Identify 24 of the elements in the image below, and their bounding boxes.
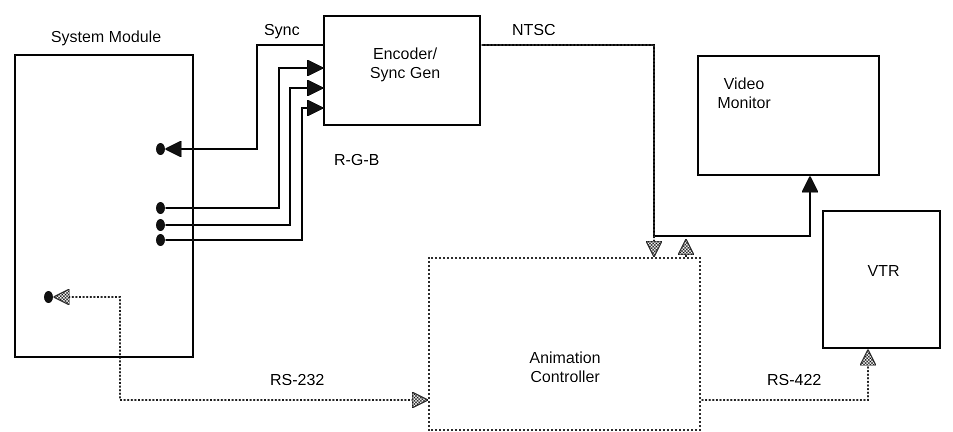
process-box	[697, 55, 880, 176]
connector-arrow	[482, 44, 819, 237]
controller-box	[428, 257, 701, 431]
module-heading: System Module	[50, 28, 162, 48]
connector-arrow	[166, 99, 324, 241]
process-box	[323, 15, 481, 126]
connector-arrow	[166, 59, 324, 209]
connector-arrow	[677, 238, 695, 257]
connector-arrow	[164, 44, 323, 158]
process-box	[822, 210, 941, 349]
connector-arrow	[482, 44, 663, 258]
connector-arrow	[166, 79, 324, 226]
box-label: Animation Controller	[528, 349, 602, 388]
box-label: Video Monitor	[716, 75, 772, 114]
box-label: VTR	[866, 262, 900, 282]
port-dot	[156, 143, 165, 155]
port-dot	[156, 219, 165, 231]
box-label: Encoder/ Sync Gen	[368, 45, 442, 84]
connector-arrow	[52, 288, 429, 409]
port-dot	[44, 291, 53, 303]
connector-arrow	[702, 348, 877, 401]
port-dot	[156, 234, 165, 246]
port-dot	[156, 202, 165, 214]
edge-label: Sync	[262, 22, 302, 40]
